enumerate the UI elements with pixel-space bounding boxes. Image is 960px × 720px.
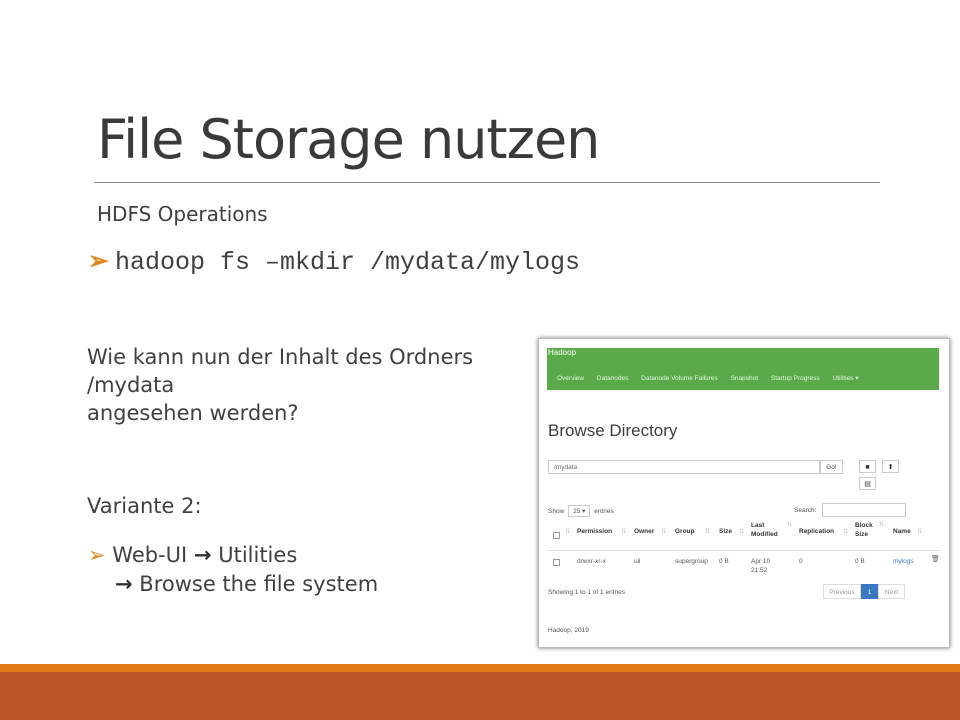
trash-icon[interactable]: ▤ [859, 477, 876, 490]
pager-next[interactable]: Next [878, 584, 905, 599]
go-button[interactable]: Go! [820, 460, 843, 474]
cell-group: supergroup [675, 558, 708, 565]
entries-select[interactable]: 25 ▾ [568, 505, 591, 517]
question-line: /mydata [87, 373, 175, 397]
entries-selector: Show 25 ▾ entries [548, 505, 614, 517]
path-input[interactable]: /mydata [548, 460, 820, 474]
question-line: Wie kann nun der Inhalt des Ordners [87, 345, 474, 369]
search-label: Search: [794, 507, 817, 514]
select-all-checkbox[interactable] [553, 532, 560, 539]
slide-title: File Storage nutzen [97, 108, 600, 171]
command-text: hadoop fs –mkdir /mydata/mylogs [114, 248, 581, 277]
question-line: angesehen werden? [87, 401, 299, 425]
sort-icon: ⇅ [879, 522, 885, 528]
cell-owner: uli [634, 558, 641, 565]
footer-band [0, 672, 960, 720]
cell-name-link[interactable]: mylogs [893, 558, 914, 565]
hadoop-nav-links: Overview Datanodes Datanode Volume Failu… [557, 374, 870, 382]
col-size[interactable]: Size [719, 528, 733, 535]
show-label: Show [548, 508, 565, 515]
nav-snapshot[interactable]: Snapshot [730, 375, 759, 382]
variant-label: Variante 2: [87, 494, 202, 518]
search-input[interactable] [822, 503, 906, 517]
pager-page[interactable]: 1 [861, 584, 878, 599]
footer-accent-band [0, 664, 960, 672]
browse-directory-title: Browse Directory [548, 421, 678, 440]
nav-datanodes[interactable]: Datanodes [596, 375, 629, 382]
col-name[interactable]: Name [893, 528, 911, 535]
command-bullet: ➢hadoop fs –mkdir /mydata/mylogs [88, 246, 580, 277]
browse-fs-label: Browse the file system [139, 572, 379, 596]
sort-icon: ⇅ [917, 529, 923, 535]
right-arrow-icon: → [193, 543, 212, 567]
delete-icon[interactable]: 🗑 [931, 556, 940, 563]
nav-volume-failures[interactable]: Datanode Volume Failures [641, 375, 718, 382]
webui-label: Web-UI [112, 543, 188, 567]
sort-icon: ⇅ [565, 529, 571, 535]
cell-block-size: 0 B [855, 558, 865, 565]
col-group[interactable]: Group [675, 528, 695, 535]
utilities-label: Utilities [218, 543, 298, 567]
sort-icon: ⇅ [621, 529, 627, 535]
showing-entries: Showing 1 to 1 of 1 entries [548, 589, 625, 596]
col-block-size[interactable]: Block Size [855, 522, 873, 538]
hadoop-browse-screenshot: Hadoop Overview Datanodes Datanode Volum… [538, 338, 950, 648]
entries-label: entries [594, 508, 614, 515]
hadoop-brand[interactable]: Hadoop [548, 348, 577, 357]
webui-bullet: ➢ Web-UI → Utilities → Browse the file s… [88, 541, 378, 599]
slide-subtitle: HDFS Operations [97, 202, 268, 226]
cell-modified: Apr 10 21:52 [751, 558, 771, 574]
folder-icon[interactable]: ■ [859, 460, 876, 473]
hadoop-navbar: Hadoop Overview Datanodes Datanode Volum… [547, 348, 939, 390]
sort-icon: ⇅ [705, 529, 711, 535]
question-text: Wie kann nun der Inhalt des Ordners /myd… [87, 343, 507, 427]
row-checkbox[interactable] [553, 559, 560, 566]
col-permission[interactable]: Permission [577, 528, 613, 535]
nav-overview[interactable]: Overview [557, 375, 585, 382]
title-divider [94, 182, 880, 183]
pager-previous[interactable]: Previous [823, 584, 861, 599]
col-last-modified[interactable]: Last Modified [751, 522, 778, 538]
cell-size: 0 B [719, 558, 729, 565]
sort-icon: ⇅ [787, 522, 793, 528]
right-arrow-icon: → [115, 572, 133, 596]
hadoop-footer: Hadoop, 2019 [548, 627, 589, 634]
bullet-arrow-icon: ➢ [88, 543, 106, 567]
nav-utilities[interactable]: Utilities ▾ [832, 375, 859, 382]
col-owner[interactable]: Owner [634, 528, 655, 535]
cell-permission: drwxr-xr-x [577, 558, 606, 565]
col-replication[interactable]: Replication [799, 528, 835, 535]
upload-icon[interactable]: ⬆ [882, 460, 899, 473]
table-header-divider [548, 550, 940, 551]
sort-icon: ⇅ [739, 529, 745, 535]
bullet-arrow-icon: ➢ [88, 247, 109, 275]
nav-startup-progress[interactable]: Startup Progress [770, 375, 820, 382]
cell-replication: 0 [799, 558, 803, 565]
entries-value: 25 [573, 508, 581, 515]
sort-icon: ⇅ [843, 529, 849, 535]
sort-icon: ⇅ [661, 529, 667, 535]
